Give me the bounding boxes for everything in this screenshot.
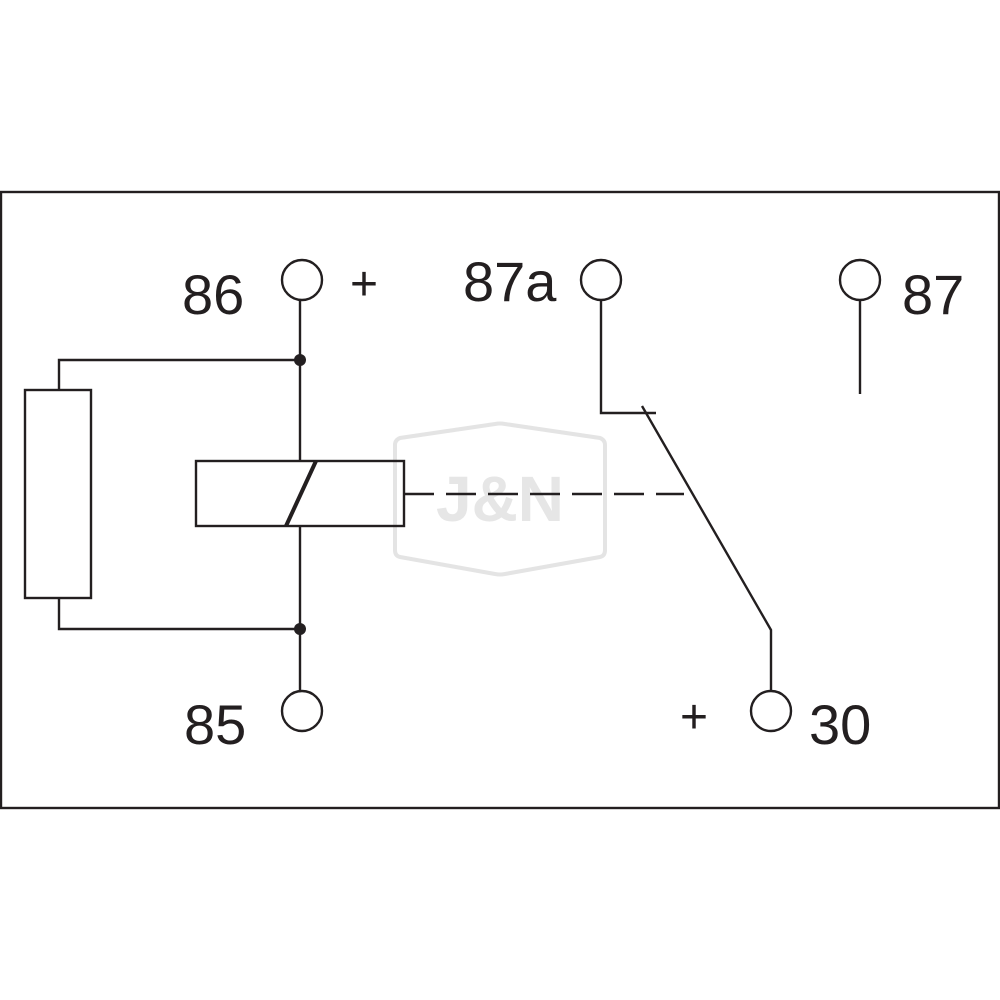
label-86: 86 [182, 263, 244, 326]
terminal-30 [749, 689, 793, 733]
terminal-87a [579, 258, 623, 302]
label-87: 87 [902, 263, 964, 326]
watermark-logo: J&N [393, 421, 607, 577]
terminal-86 [280, 258, 324, 302]
resistor [23, 388, 93, 600]
contact-87a-wire [599, 300, 656, 415]
watermark-text: J&N [436, 463, 564, 535]
terminal-87 [838, 258, 882, 302]
polarity-30: + [680, 691, 708, 744]
label-87a: 87a [463, 250, 557, 313]
diagram-frame [0, 190, 1000, 810]
resistor-top-wire [57, 358, 300, 390]
junction-dot-top [294, 354, 306, 366]
label-85: 85 [184, 693, 246, 756]
label-30: 30 [809, 693, 871, 756]
terminal-85 [280, 689, 324, 733]
switch-arm [640, 405, 773, 691]
polarity-86: + [350, 258, 378, 311]
resistor-bottom-wire [57, 598, 300, 631]
coil-slash [284, 460, 318, 527]
junction-dot-bottom [294, 623, 306, 635]
